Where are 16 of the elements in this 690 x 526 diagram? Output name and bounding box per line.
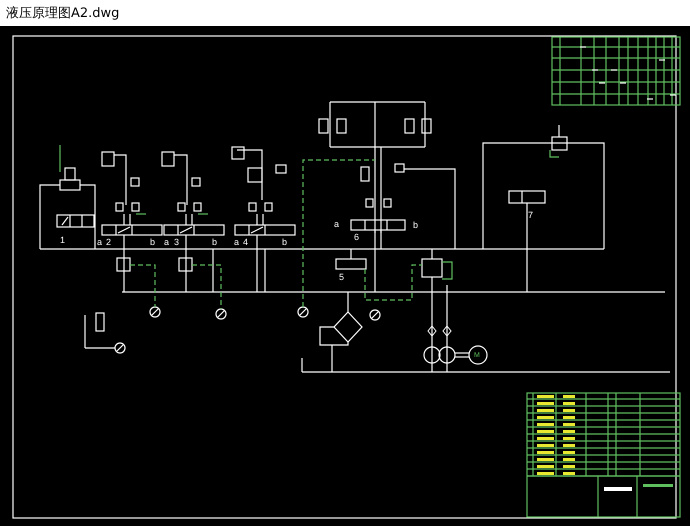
- callout-number: b: [150, 238, 156, 247]
- callout-number: 7: [528, 211, 534, 220]
- callout-number: 3: [174, 238, 180, 247]
- window-title: 液压原理图A2.dwg: [6, 5, 120, 22]
- callout-number: 2: [106, 238, 112, 247]
- callout-number: 5: [339, 273, 344, 282]
- callout-number: a: [234, 238, 240, 247]
- callout-number: a: [164, 238, 170, 247]
- callout-number: a: [97, 238, 102, 247]
- callout-number: 6: [354, 233, 360, 242]
- callout-number: 1: [60, 236, 66, 245]
- callout-number: a: [334, 220, 340, 229]
- callout-number: b: [282, 238, 288, 247]
- callout-number: b: [413, 221, 418, 230]
- callout-number: 4: [243, 238, 248, 247]
- callout-number: b: [212, 238, 218, 247]
